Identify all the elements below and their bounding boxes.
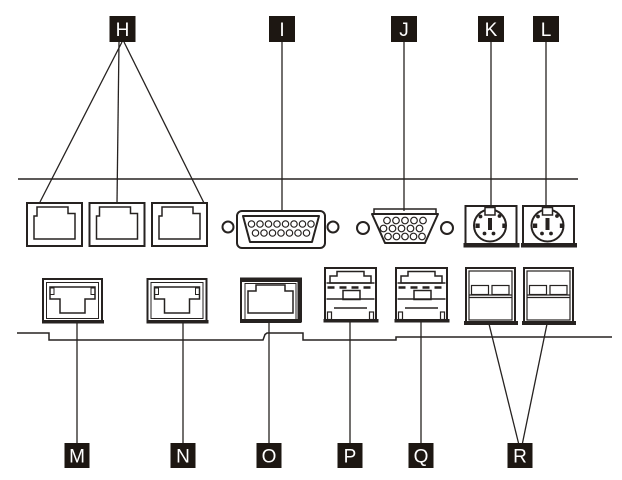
screw-hole-icon xyxy=(356,221,370,235)
callout-label-m: M xyxy=(64,443,90,468)
ps2-port-2 xyxy=(520,205,578,249)
panel-bottom-edge xyxy=(17,332,612,341)
callout-label-r: R xyxy=(507,443,533,468)
screw-hole-icon xyxy=(326,220,340,234)
vga-connector xyxy=(356,208,454,244)
callout-letter-r: R xyxy=(513,447,527,468)
rj45-port-1 xyxy=(26,202,83,247)
callout-label-l: L xyxy=(533,16,559,42)
module-slot-2 xyxy=(521,267,577,326)
callout-label-i: I xyxy=(269,16,295,42)
callout-label-k: K xyxy=(478,16,504,42)
callout-letter-o: O xyxy=(262,447,277,468)
shielded-rj45-port-1 xyxy=(41,278,105,325)
callout-letter-j: J xyxy=(399,20,409,41)
leader-lines-bottom xyxy=(76,322,548,444)
callout-label-h: H xyxy=(109,16,136,42)
shielded-rj45-port-2 xyxy=(145,278,210,325)
callout-label-n: N xyxy=(170,443,196,468)
ps2-port-1 xyxy=(462,205,521,249)
callout-letter-i: I xyxy=(279,20,284,41)
callout-label-q: Q xyxy=(408,443,434,468)
rj45-port-3 xyxy=(151,202,208,247)
callout-letter-p: P xyxy=(344,447,357,468)
db15-connector xyxy=(221,210,340,249)
callout-letter-h: H xyxy=(116,20,130,41)
callout-letter-k: K xyxy=(485,20,498,41)
screw-hole-icon xyxy=(221,220,235,234)
leader-lines-top xyxy=(39,41,547,211)
callout-label-p: P xyxy=(337,443,363,468)
callout-letter-m: M xyxy=(69,447,85,468)
covered-rj45-port-1 xyxy=(322,266,380,324)
callout-letter-l: L xyxy=(541,20,552,41)
rj45-port-2 xyxy=(88,202,146,247)
rj45-port-4 xyxy=(240,277,302,323)
screw-hole-icon xyxy=(440,221,454,235)
callout-label-j: J xyxy=(391,16,417,42)
callout-label-o: O xyxy=(256,443,282,468)
callout-letter-n: N xyxy=(176,447,190,468)
covered-rj45-port-2 xyxy=(393,266,451,324)
callout-letter-q: Q xyxy=(414,447,429,468)
module-slot-1 xyxy=(463,267,519,326)
